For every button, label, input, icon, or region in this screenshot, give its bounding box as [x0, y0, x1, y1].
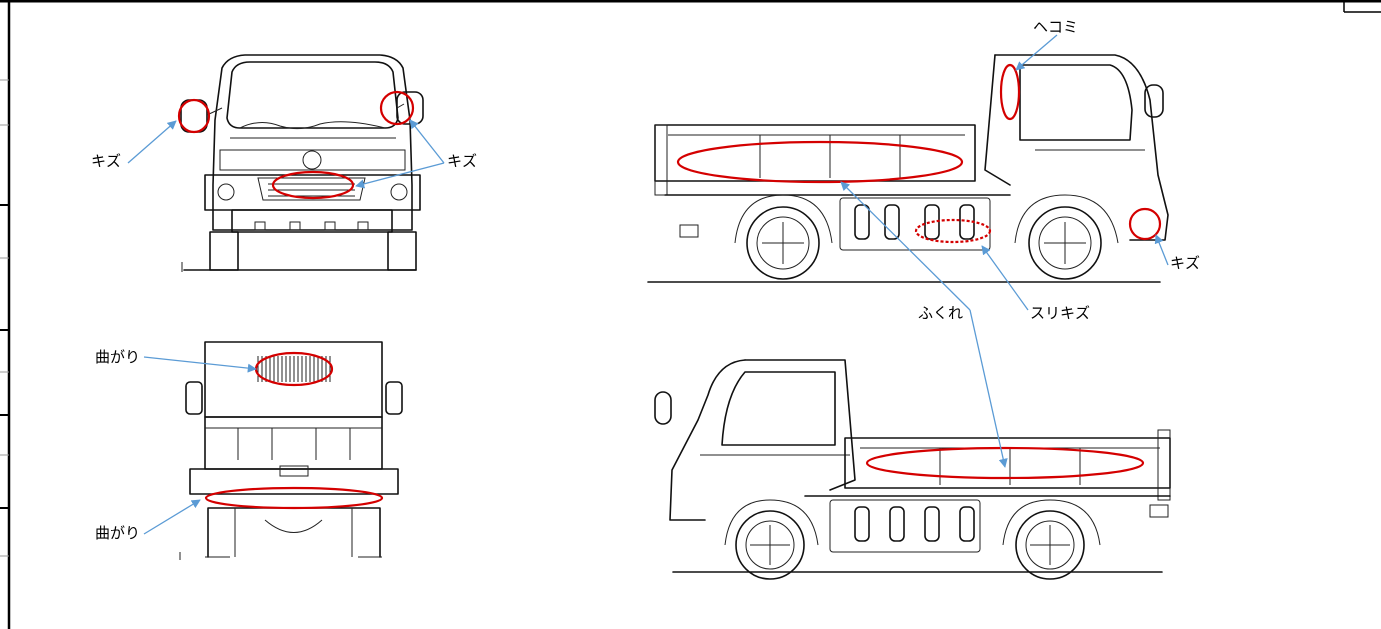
damage-labels: キズ キズ ヘコミ キズ ふくれ スリキズ 曲がり 曲がり	[91, 18, 1200, 542]
label-kizu-side: キズ	[1170, 254, 1200, 272]
label-hekomi: ヘコミ	[1033, 18, 1078, 36]
label-magari-top: 曲がり	[95, 348, 140, 366]
marker-dump-body-left	[865, 446, 1145, 480]
truck-rear-view	[179, 341, 403, 560]
marker-front-left-mirror	[177, 98, 211, 134]
marker-side-step	[914, 218, 992, 244]
truck-front-view	[180, 54, 424, 272]
label-surikizu: スリキズ	[1030, 304, 1090, 322]
truck-side-view-left	[654, 359, 1171, 580]
marker-front-right-mirror	[379, 90, 415, 126]
label-magari-bottom: 曲がり	[95, 524, 140, 542]
damage-markers	[177, 63, 1162, 510]
marker-dump-body-right	[676, 140, 964, 184]
label-kizu-front-right: キズ	[447, 152, 477, 170]
leader-arrows	[127, 34, 1169, 535]
label-fukure: ふくれ	[918, 304, 963, 322]
truck-side-view-right	[647, 54, 1169, 283]
label-kizu-front-left: キズ	[91, 152, 121, 170]
marker-cab-pillar	[999, 63, 1021, 121]
marker-front-grille	[271, 170, 355, 200]
marker-front-bumper-corner	[1128, 207, 1162, 241]
marker-rear-bumper	[204, 486, 384, 510]
